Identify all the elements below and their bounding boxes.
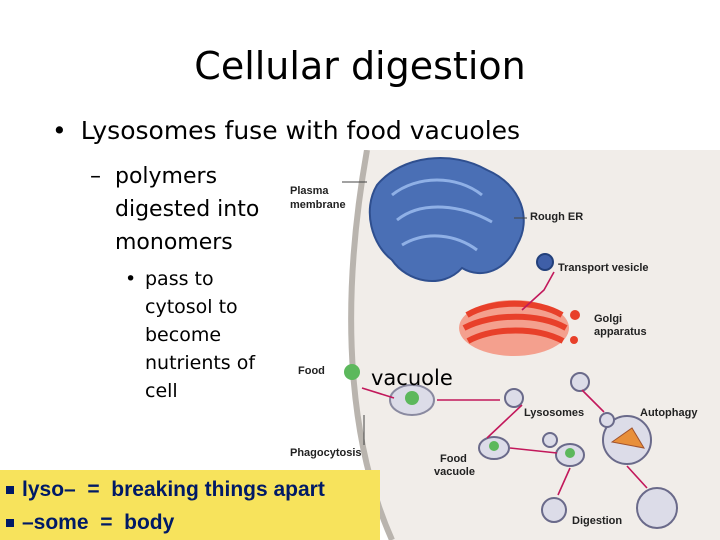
transport-vesicle-shape [536, 253, 554, 271]
bullet-level3: • pass to cytosol to become nutrients of… [125, 265, 285, 405]
golgi-shape [459, 300, 580, 356]
label-golgi: Golgi [594, 313, 622, 325]
etymology-text: lyso– = breaking things apart [22, 478, 325, 501]
rough-er-shape [368, 157, 525, 283]
lysosome-diagram: Plasma membrane Rough ER Transport vesic… [290, 150, 720, 540]
bullet-level2: – polymers digested into monomers [90, 160, 280, 259]
lysosome-icon [570, 372, 590, 392]
label-lysosomes: Lysosomes [524, 407, 584, 419]
label-food-vacuole-line2: vacuole [434, 466, 475, 478]
bullet-dot-icon: • [125, 268, 137, 290]
lysosome-icon [542, 432, 558, 448]
square-bullet-icon [6, 486, 14, 495]
food-particle-icon [344, 364, 360, 380]
digestion-vacuole-shape [636, 487, 678, 529]
etymology-row: lyso– = breaking things apart [6, 478, 325, 502]
etymology-box: lyso– = breaking things apart –some = bo… [0, 470, 380, 540]
digestion-vacuole-shape [541, 497, 567, 523]
label-food-vacuole-line1: Food [440, 453, 467, 465]
slide-title: Cellular digestion [194, 44, 526, 88]
label-food: Food [298, 365, 325, 377]
lysosome-icon [599, 412, 615, 428]
label-apparatus: apparatus [594, 326, 647, 338]
label-membrane: membrane [290, 199, 346, 211]
etymology-row: –some = body [6, 511, 174, 535]
bullet-text: polymers digested into monomers [115, 164, 260, 255]
square-bullet-icon [6, 519, 14, 528]
label-transport-vesicle: Transport vesicle [558, 262, 649, 274]
bullet-level1: • Lysosomes fuse with food vacuoles [52, 116, 520, 145]
leader-lines [342, 181, 527, 445]
vacuole-label: vacuole [371, 366, 453, 390]
bullet-text: Lysosomes fuse with food vacuoles [80, 116, 521, 145]
bullet-dash-icon: – [90, 164, 101, 189]
bullet-dot-icon: • [52, 116, 67, 145]
process-arrows [361, 271, 648, 496]
label-phagocytosis: Phagocytosis [290, 447, 362, 459]
etymology-text: –some = body [22, 511, 175, 534]
label-autophagy: Autophagy [640, 407, 698, 419]
label-rough-er: Rough ER [530, 211, 583, 223]
lysosome-icon [504, 388, 524, 408]
label-plasma: Plasma [290, 185, 329, 197]
label-digestion: Digestion [572, 515, 622, 527]
bullet-text: pass to cytosol to become nutrients of c… [145, 268, 256, 402]
